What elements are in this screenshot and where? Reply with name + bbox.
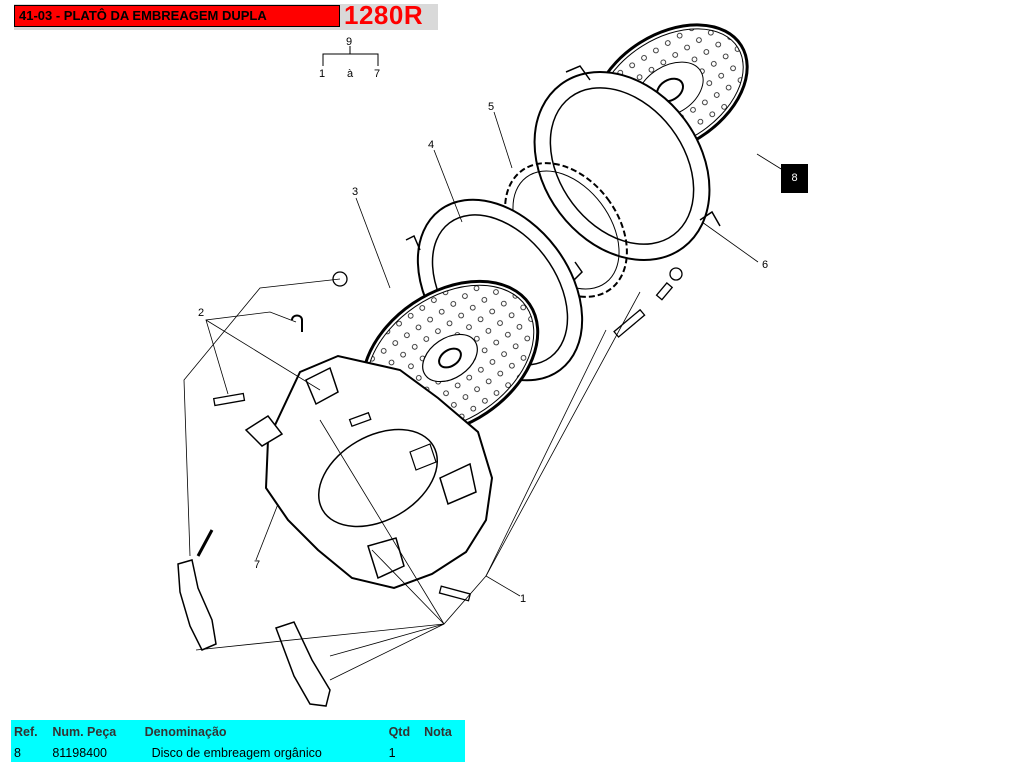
group-label-top: 9 [346, 36, 352, 48]
header-qtd: Qtd [385, 720, 422, 744]
header-num: Num. Peça [49, 720, 142, 744]
header-den: Denominação [141, 720, 386, 744]
small-hardware [212, 267, 683, 602]
callout-2: 2 [198, 307, 204, 319]
callout-8-highlight[interactable]: 8 [781, 164, 808, 193]
parts-table-header: Ref. Num. Peça Denominação Qtd Nota [11, 720, 465, 744]
part-6-housing-ring [533, 65, 721, 262]
cell-nota [421, 744, 465, 762]
group-label-word: à [347, 68, 354, 80]
callout-5: 5 [488, 101, 494, 113]
cell-ref: 8 [11, 744, 50, 762]
cell-qtd: 1 [385, 744, 422, 762]
header-ref: Ref. [11, 720, 50, 744]
callout-1: 1 [520, 593, 526, 605]
parts-table: Ref. Num. Peça Denominação Qtd Nota 8 81… [11, 720, 465, 762]
cell-den: Disco de embreagem orgânico [141, 744, 386, 762]
callout-6: 6 [762, 259, 768, 271]
table-row[interactable]: 8 81198400 Disco de embreagem orgânico 1 [11, 744, 465, 762]
page-title: 41-03 - PLATÔ DA EMBREAGEM DUPLA [14, 5, 340, 27]
group-label-from: 1 [319, 68, 325, 80]
group-label-to: 7 [374, 68, 380, 80]
part-7-clutch-cover [244, 354, 494, 590]
group-bracket [322, 46, 379, 66]
callout-7: 7 [254, 559, 260, 571]
part-1-release-levers [177, 529, 331, 707]
model-label: 1280R [344, 0, 424, 30]
leader-lines [183, 111, 787, 681]
callout-3: 3 [352, 186, 358, 198]
callout-4: 4 [428, 139, 434, 151]
header-nota: Nota [421, 720, 465, 744]
cell-num: 81198400 [49, 744, 142, 762]
